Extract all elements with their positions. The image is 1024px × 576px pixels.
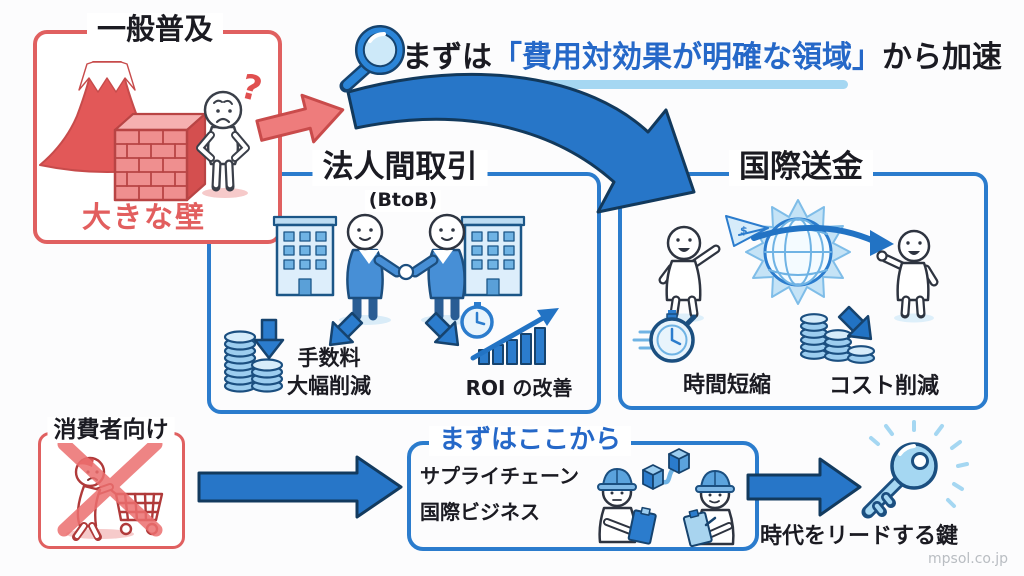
header-suffix: から加速 (882, 40, 1002, 75)
magnifier-icon (339, 24, 406, 93)
fee-label-line1: 手数料 (297, 346, 361, 370)
header-highlight: 「費用対効果が明確な領域」 (492, 40, 882, 75)
x-mark-icon (57, 437, 163, 537)
workers-illustration (597, 448, 735, 548)
watermark: mpsol.co.jp (928, 551, 1008, 567)
btob-illustration (223, 213, 559, 393)
sparkles-icon (869, 420, 969, 508)
key-icon (861, 420, 969, 519)
worker-icon (597, 468, 657, 545)
svg-text:$: $ (740, 224, 748, 237)
btob-title: 法人間取引 (312, 149, 488, 186)
cost-label: コスト削減 (828, 374, 939, 399)
consumer-illustration (57, 437, 164, 541)
growth-chart-icon (470, 308, 559, 365)
globe-burst-icon (745, 199, 851, 305)
time-label: 時間短縮 (682, 373, 771, 398)
handshake-people-icon (339, 213, 473, 325)
red-arrow-icon (255, 93, 345, 144)
header-underline (430, 80, 848, 89)
remittance-illustration: $ (632, 199, 939, 364)
clock-icon (460, 302, 494, 339)
header-prefix: まずは (402, 40, 492, 75)
fee-down-arrow-icon (253, 318, 285, 360)
fee-label-line2: 大幅削減 (287, 374, 371, 398)
brick-wall-icon (113, 112, 207, 202)
building-icon (460, 215, 526, 297)
start-line1: サプライチェーン (420, 464, 579, 488)
building-icon (272, 215, 338, 297)
big-curved-arrow-icon (346, 72, 696, 214)
flow-arrow-icon (197, 455, 403, 519)
adoption-title: 一般普及 (86, 12, 224, 47)
sender-person-icon (658, 225, 721, 323)
btob-subtitle: (BtoB) (364, 189, 442, 212)
paper-plane-icon: $ (725, 215, 769, 247)
adoption-illustration: ? (39, 61, 266, 202)
flow-arrow-icon (746, 457, 862, 517)
worker-icon (682, 470, 735, 548)
big-wall-caption: 大きな壁 (81, 200, 207, 234)
header-message: まずは「費用対効果が明確な領域」から加速 (402, 32, 1002, 76)
key-caption: 時代をリードする鍵 (759, 524, 958, 549)
confused-person-icon (196, 90, 250, 198)
roi-label: ROI の改善 (465, 376, 573, 400)
stopwatch-icon (632, 310, 697, 363)
consumer-title: 消費者向け (47, 417, 175, 444)
cube-link-icon (642, 448, 690, 490)
remittance-title: 国際送金 (729, 149, 873, 186)
receiver-person-icon (876, 229, 939, 323)
transfer-arc-arrow-icon (751, 225, 879, 245)
start-line2: 国際ビジネス (420, 500, 540, 524)
start-here-title: まずはここから (428, 425, 632, 456)
